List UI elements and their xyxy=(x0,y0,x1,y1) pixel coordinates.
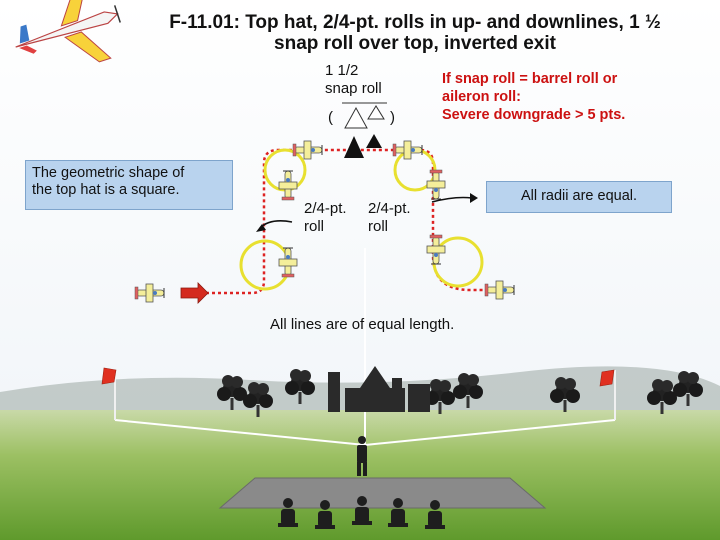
paren-open: ( xyxy=(328,109,333,126)
roll-label-left: 2/4-pt. roll xyxy=(304,200,347,236)
snap-roll-symbol xyxy=(342,102,387,158)
title-line1: F-11.01: Top hat, 2/4-pt. rolls in up- a… xyxy=(169,12,661,33)
equal-lines-caption: All lines are of equal length. xyxy=(270,316,455,333)
castle-icon xyxy=(328,366,430,412)
flag-left-icon xyxy=(101,367,117,420)
snap-roll-downgrade-note: If snap roll = barrel roll or aileron ro… xyxy=(442,70,625,124)
roll-label-right-line2: roll xyxy=(368,218,389,235)
title-line2: snap roll over top, inverted exit xyxy=(274,33,556,54)
geometric-box-line2: the top hat is a square. xyxy=(32,182,180,198)
roll-label-right-line1: 2/4-pt. xyxy=(368,200,411,217)
judges-icon xyxy=(278,496,445,529)
roll-label-left-line2: roll xyxy=(304,218,325,235)
snap-roll-label-line1: 1 1/2 xyxy=(325,62,359,79)
entry-arrow xyxy=(180,282,209,304)
radii-box: All radii are equal. xyxy=(486,181,672,213)
flag-right-icon xyxy=(599,369,616,420)
note-line1: If snap roll = barrel roll or xyxy=(442,71,618,87)
page-title: F-11.01: Top hat, 2/4-pt. rolls in up- a… xyxy=(120,12,710,54)
airplane-logo-icon xyxy=(15,0,121,63)
snap-roll-label: 1 1/2 snap roll xyxy=(325,62,382,98)
note-line2: aileron roll: xyxy=(442,89,521,105)
radii-box-text: All radii are equal. xyxy=(520,188,638,204)
roll-label-left-line1: 2/4-pt. xyxy=(304,200,347,217)
pilot-icon xyxy=(357,436,367,476)
note-line3: Severe downgrade > 5 pts. xyxy=(442,107,626,123)
roll-label-right: 2/4-pt. roll xyxy=(368,200,411,236)
roll-arrow-right xyxy=(431,196,473,203)
snap-roll-label-line2: snap roll xyxy=(325,80,382,97)
paren-close: ) xyxy=(390,109,395,126)
geometric-shape-box: The geometric shape of the top hat is a … xyxy=(25,160,233,210)
geometric-box-line1: The geometric shape of xyxy=(32,165,185,181)
